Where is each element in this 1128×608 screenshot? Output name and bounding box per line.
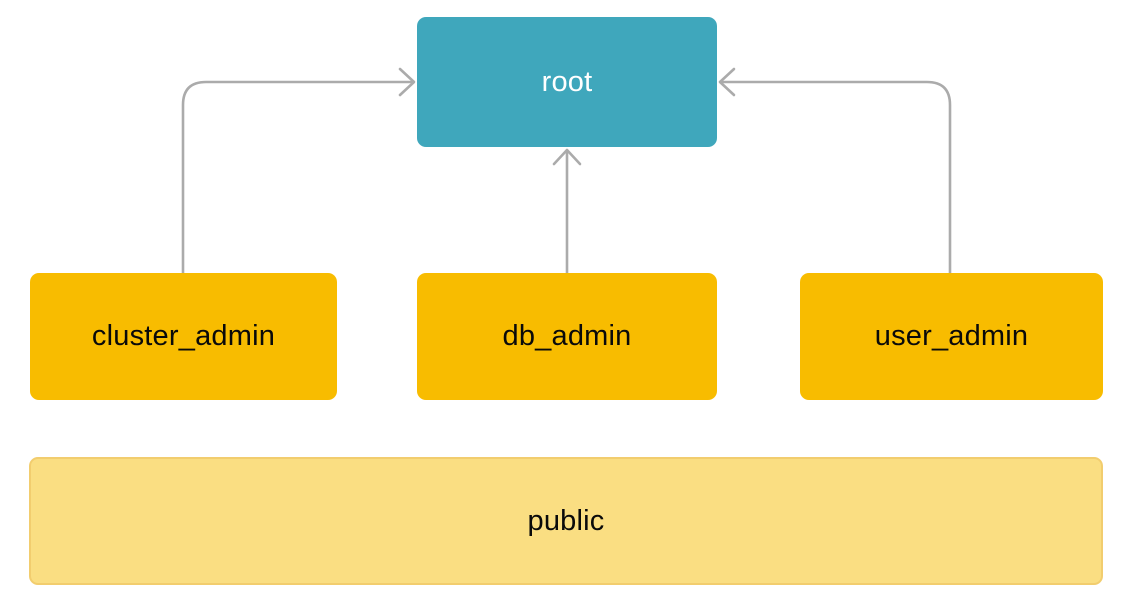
node-db-admin-label: db_admin [502, 320, 632, 352]
node-root: root [417, 17, 717, 147]
node-root-label: root [541, 65, 593, 98]
node-public: public [29, 457, 1103, 585]
node-db-admin: db_admin [417, 273, 717, 400]
arrowhead-up-icon [552, 148, 582, 166]
node-user-admin: user_admin [800, 273, 1103, 400]
arrowhead-left-icon [718, 67, 736, 97]
node-user-admin-label: user_admin [874, 320, 1029, 352]
edge-user-admin-to-root [718, 67, 952, 275]
edge-cluster-admin-to-root [181, 67, 416, 275]
node-public-label: public [527, 504, 605, 537]
node-cluster-admin-label: cluster_admin [91, 320, 276, 352]
edge-db-admin-to-root [552, 148, 582, 275]
node-cluster-admin: cluster_admin [30, 273, 337, 400]
arrowhead-right-icon [398, 67, 416, 97]
